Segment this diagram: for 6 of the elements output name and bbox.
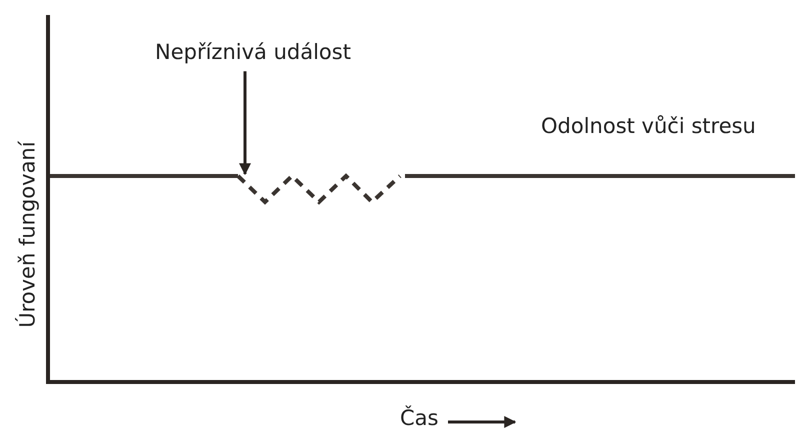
- axis-label: Úroveň fungovaní: [16, 141, 41, 328]
- curve-label: Odolnost vůči stresu: [541, 114, 756, 140]
- function-level-line: [50, 173, 795, 205]
- arrow: [239, 71, 251, 176]
- axis-label: Čas: [400, 406, 438, 432]
- event-label: Nepříznivá událost: [155, 40, 351, 66]
